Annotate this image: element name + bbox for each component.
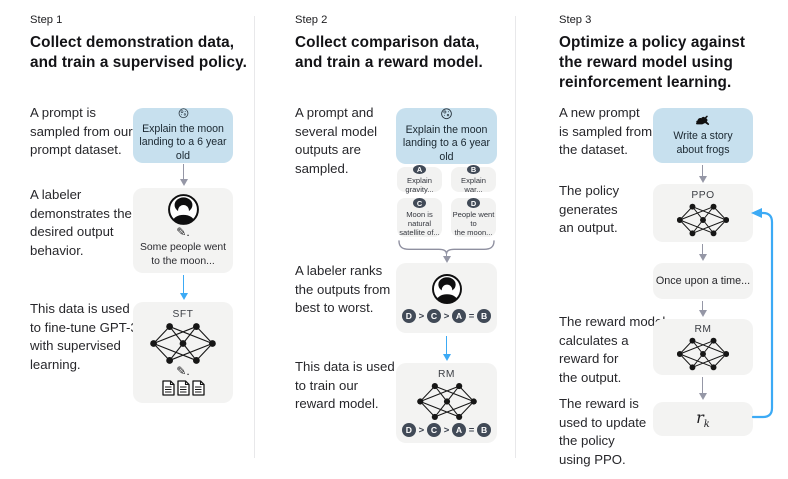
rank-separator: > <box>418 310 425 322</box>
labeler-output-text: Some people went to the moon... <box>139 242 227 267</box>
column-divider <box>515 16 516 458</box>
ranking: D > C > A = B <box>401 422 492 438</box>
rank-letter: A <box>451 422 467 438</box>
pencil-icon: ✎. <box>176 364 190 378</box>
network-icon <box>677 203 729 236</box>
labeler-box: ✎. Some people went to the moon... <box>133 188 233 273</box>
output-letter-badge: B <box>467 165 480 174</box>
prompt-text: Explain the moon landing to a 6 year old <box>139 122 227 162</box>
description-new-prompt: A new prompt is sampled from the dataset… <box>559 105 653 157</box>
flow-arrow <box>442 252 451 263</box>
prompt-text: Explain the moon landing to a 6 year old <box>402 123 491 163</box>
step-label: Step 2 <box>295 14 328 26</box>
output-card-text: Explain war... <box>461 176 486 194</box>
model-label: RM <box>437 368 455 380</box>
moon-icon <box>441 108 452 120</box>
column-heading: Collect comparison data, and train a rew… <box>295 34 483 71</box>
description-finetune-gpt3: This data is used to fine-tune GPT-3 wit… <box>30 301 138 372</box>
description-train-rm: This data is used to train our reward mo… <box>295 359 395 411</box>
prompt-box: Explain the moon landing to a 6 year old <box>396 108 497 164</box>
output-letter-badge: C <box>413 198 426 208</box>
frog-icon <box>695 115 709 125</box>
description-prompt-sampled: A prompt is sampled from our prompt data… <box>30 105 133 157</box>
prompt-box: Explain the moon landing to a 6 year old <box>133 108 233 163</box>
rm-model-box: RM <box>653 319 753 375</box>
description-outputs-sampled: A prompt and several model outputs are s… <box>295 105 378 176</box>
rank-separator: > <box>443 310 450 322</box>
flow-arrow-blue <box>179 275 188 300</box>
curly-brace <box>398 240 495 254</box>
flow-arrow <box>698 301 707 317</box>
rank-letter: B <box>476 308 492 324</box>
output-card-b: B Explain war... <box>451 165 496 194</box>
sft-model-box: SFT ✎. <box>133 302 233 403</box>
ranking: D > C > A = B <box>401 308 492 324</box>
model-label: SFT <box>172 309 194 320</box>
rank-separator: = <box>468 424 475 436</box>
flow-arrow <box>698 165 707 183</box>
step-label: Step 1 <box>30 14 63 26</box>
column-heading: Optimize a policy against the reward mod… <box>559 34 746 91</box>
network-icon <box>416 382 477 420</box>
flow-arrow <box>179 164 188 186</box>
model-label: RM <box>694 323 712 335</box>
pencil-icon: ✎. <box>176 225 190 239</box>
documents-icon <box>161 380 205 396</box>
column-divider <box>254 16 255 458</box>
rank-separator: > <box>443 424 450 436</box>
output-card-d: D People went to the moon... <box>451 198 496 237</box>
output-card-text: Moon is natural satellite of... <box>399 210 440 237</box>
rank-letter: A <box>451 308 467 324</box>
network-icon <box>677 337 729 370</box>
rank-separator: = <box>468 310 475 322</box>
description-rm-reward: The reward model calculates a reward for… <box>559 314 666 385</box>
rm-model-box: RM D > C > A = B <box>396 363 497 443</box>
rank-letter: D <box>401 422 417 438</box>
model-label: PPO <box>691 189 715 201</box>
rank-letter: C <box>426 308 442 324</box>
flow-arrow <box>698 377 707 400</box>
step-label: Step 3 <box>559 14 592 26</box>
prompt-box: Write a story about frogs <box>653 108 753 163</box>
policy-output-text: Once upon a time... <box>655 275 751 287</box>
rank-letter: C <box>426 422 442 438</box>
reward-box: rk <box>653 402 753 436</box>
output-card-a: A Explain gravity... <box>397 165 442 194</box>
feedback-arrow <box>751 208 774 419</box>
description-labeler-ranks: A labeler ranks the outputs from best to… <box>295 263 391 315</box>
labeler-avatar-icon <box>431 273 462 304</box>
flow-arrow <box>698 244 707 261</box>
description-policy-output: The policy generates an output. <box>559 183 620 235</box>
rank-letter: D <box>401 308 417 324</box>
rank-letter: B <box>476 422 492 438</box>
output-letter-badge: A <box>413 165 426 174</box>
reward-symbol: rk <box>696 407 710 431</box>
output-card-c: C Moon is natural satellite of... <box>397 198 442 237</box>
column-heading: Collect demonstration data, and train a … <box>30 34 247 71</box>
ppo-policy-box: PPO <box>653 184 753 242</box>
rank-separator: > <box>418 424 425 436</box>
prompt-text: Write a story about frogs <box>673 130 733 156</box>
moon-icon <box>178 108 188 119</box>
flow-arrow-blue <box>442 336 451 361</box>
output-card-text: Explain gravity... <box>405 176 434 194</box>
network-icon <box>150 323 216 364</box>
output-letter-badge: D <box>467 198 480 208</box>
labeler-ranking-box: D > C > A = B <box>396 263 497 333</box>
labeler-avatar-icon <box>167 194 199 225</box>
policy-output-box: Once upon a time... <box>653 263 753 299</box>
description-update-policy: The reward is used to update the policy … <box>559 396 647 467</box>
description-labeler-demonstrates: A labeler demonstrates the desired outpu… <box>30 187 132 258</box>
output-card-text: People went to the moon... <box>452 210 495 237</box>
